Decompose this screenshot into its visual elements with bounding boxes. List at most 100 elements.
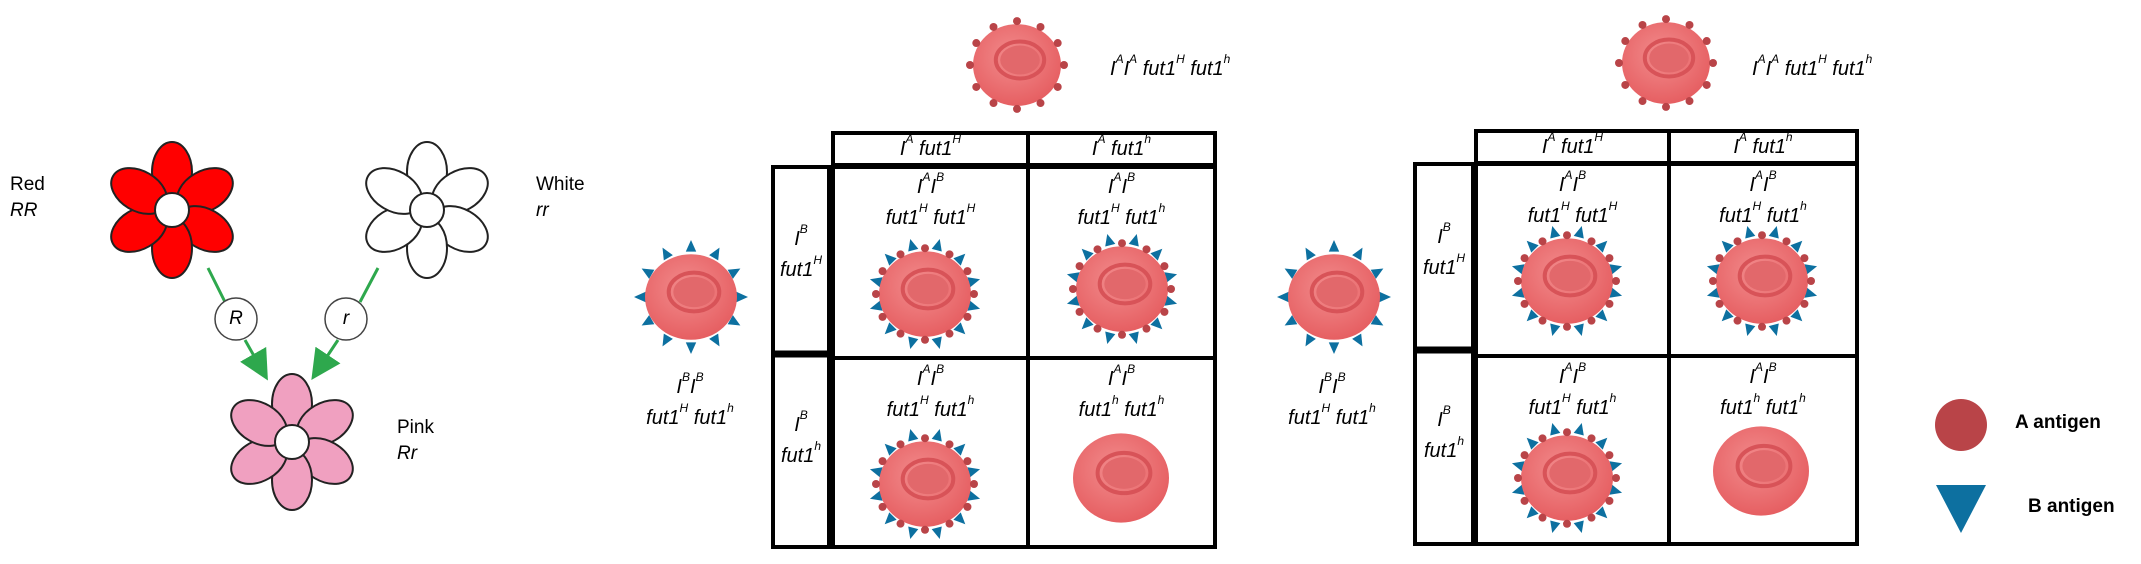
b-antigen-marker xyxy=(1284,268,1298,279)
b-antigen-marker xyxy=(1790,240,1803,253)
a-antigen-marker xyxy=(1118,330,1126,339)
a-antigen-marker xyxy=(970,290,978,298)
red-blood-cell-center xyxy=(993,39,1047,81)
p1-parent-left-cell xyxy=(634,240,748,354)
a-antigen-marker xyxy=(1538,434,1547,443)
gamete-r-label: r xyxy=(342,308,350,329)
b-antigen-marker xyxy=(869,277,883,288)
b-antigen-marker xyxy=(1595,437,1608,450)
legend-b-antigen-label: B antigen xyxy=(2028,496,2115,517)
b-antigen-marker xyxy=(1277,291,1289,303)
pink-flower xyxy=(222,373,362,511)
b-antigen-marker xyxy=(1745,225,1756,239)
a-antigen-marker xyxy=(1538,513,1547,522)
b-antigen-marker xyxy=(1370,315,1384,326)
b-antigen-marker xyxy=(709,247,720,261)
b-antigen-marker xyxy=(1721,309,1734,322)
arrow-red-to-gamete xyxy=(206,267,227,303)
p2-parent-top-cell xyxy=(1615,15,1717,111)
red-flower-name: Red xyxy=(10,174,45,195)
a-antigen-marker xyxy=(1093,324,1102,333)
p2-top-parent-genotype: IAIA fut1H fut1h xyxy=(1752,52,1873,80)
b-antigen-marker xyxy=(1511,264,1525,275)
b-antigen-marker xyxy=(1370,268,1384,279)
a-antigen-marker xyxy=(1709,277,1717,285)
b-antigen-marker xyxy=(1128,331,1139,345)
b-antigen-marker xyxy=(884,512,897,525)
a-antigen-marker xyxy=(966,61,974,69)
b-antigen-marker xyxy=(1550,323,1561,337)
a-antigen-marker xyxy=(1538,237,1547,246)
a-antigen-marker xyxy=(972,82,981,91)
p2-cell-3-rbc xyxy=(1511,422,1623,534)
p2-cell-2-genotype: IAIB fut1H fut1h xyxy=(1719,168,1807,227)
a-antigen-marker xyxy=(945,440,954,449)
red-blood-cell-dimple xyxy=(1744,260,1786,292)
b-antigen-marker xyxy=(1105,331,1116,345)
red-blood-cell-center xyxy=(1542,254,1598,298)
a-antigen-marker xyxy=(896,329,905,338)
a-antigen-marker xyxy=(1160,307,1169,316)
b-antigen-marker xyxy=(953,443,966,456)
a-antigen-marker xyxy=(1638,97,1647,106)
b-antigen-marker xyxy=(884,322,897,335)
b-antigen-marker xyxy=(1550,422,1561,436)
b-antigen-marker xyxy=(1066,295,1080,306)
a-antigen-marker xyxy=(921,244,929,253)
a-antigen-marker xyxy=(1167,285,1175,293)
a-antigen-marker xyxy=(1638,20,1647,29)
b-antigen-marker xyxy=(931,336,942,350)
p1-cell-3-rbc xyxy=(869,428,981,540)
b-antigen-marker xyxy=(908,526,919,540)
red-blood-cell-dimple xyxy=(1549,260,1591,292)
b-antigen-marker xyxy=(1511,287,1525,298)
a-antigen-marker xyxy=(1142,245,1151,254)
a-antigen-marker xyxy=(1662,15,1670,24)
red-blood-cell-dimple xyxy=(907,273,949,305)
b-antigen-marker xyxy=(967,490,981,501)
b-antigen-marker xyxy=(931,428,942,442)
a-antigen-marker xyxy=(989,99,998,108)
a-antigen-marker xyxy=(1563,322,1571,331)
b-antigen-marker xyxy=(1573,323,1584,337)
b-antigen-marker xyxy=(1526,437,1539,450)
p1-cell-4-genotype: IAIB fut1h fut1h xyxy=(1078,362,1165,421)
a-antigen-marker xyxy=(1587,237,1596,246)
b-antigen-marker xyxy=(727,268,741,279)
red-blood-cell-center xyxy=(900,457,956,501)
a-antigen-marker xyxy=(1800,299,1809,308)
a-antigen-marker xyxy=(1587,316,1596,325)
red-blood-cell-dimple xyxy=(1742,450,1786,482)
b-antigen-marker xyxy=(1595,506,1608,519)
b-antigen-marker xyxy=(736,291,748,303)
p1-cell-1-genotype: IAIB fut1H fut1H xyxy=(885,170,976,229)
a-antigen-marker xyxy=(1036,99,1045,108)
a-antigen-marker xyxy=(1621,37,1630,46)
a-antigen-marker xyxy=(1060,61,1068,69)
a-antigen-marker xyxy=(1563,428,1571,437)
a-antigen-marker xyxy=(1514,277,1522,285)
p1-row-header-1: IB fut1H xyxy=(779,222,823,281)
red-blood-cell-center xyxy=(1735,443,1793,489)
a-antigen-marker xyxy=(972,39,981,48)
p1-col-header-1: IA fut1H xyxy=(899,132,962,160)
b-antigen-marker xyxy=(1573,225,1584,239)
red-blood-cell-center xyxy=(666,270,722,314)
b-antigen-marker xyxy=(662,247,673,261)
a-antigen-marker xyxy=(1715,254,1724,263)
p1-left-parent-genotype: IBIB fut1H fut1h xyxy=(646,370,734,429)
b-antigen-marker xyxy=(641,315,655,326)
red-blood-cell-dimple xyxy=(907,463,949,495)
b-antigen-marker xyxy=(967,277,981,288)
b-antigen-marker xyxy=(967,467,981,478)
a-antigen-marker xyxy=(1702,80,1711,89)
a-antigen-marker xyxy=(963,312,972,321)
a-antigen-marker xyxy=(896,250,905,259)
red-flower xyxy=(102,141,242,279)
b-antigen-marker xyxy=(727,315,741,326)
a-antigen-marker xyxy=(1662,102,1670,111)
gamete-R-label: R xyxy=(229,308,243,329)
b-antigen-marker xyxy=(1790,309,1803,322)
legend-b-antigen-shape xyxy=(1936,485,1986,533)
p2-cell-1-rbc xyxy=(1511,225,1623,337)
